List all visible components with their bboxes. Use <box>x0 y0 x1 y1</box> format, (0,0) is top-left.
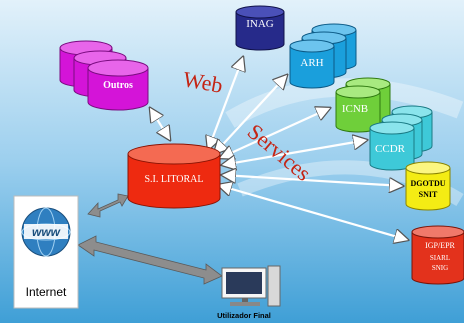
snit-label: SNIT <box>419 190 438 199</box>
web-service-arrows <box>150 57 408 240</box>
dgotdu-database: DGOTDU SNIT <box>405 161 451 211</box>
tower-icon <box>267 265 281 307</box>
ccdr-label: CCDR <box>375 143 406 155</box>
utilizador-final-label: Utilizador Final <box>217 311 271 320</box>
igp-database: IGP/EPR SIARL SNIG <box>411 225 464 285</box>
icnb-label: ICNB <box>342 103 368 115</box>
arrow-hub-ccdr <box>222 140 367 165</box>
dgotdu-label: DGOTDU <box>410 179 445 188</box>
ccdr-database: CCDR <box>369 105 433 171</box>
outros-label: Outros <box>103 80 133 91</box>
www-logo-text: www <box>32 225 61 239</box>
internet-box: www Internet <box>13 195 79 309</box>
outros-database: Outros <box>59 40 149 111</box>
igp-epr-label: IGP/EPR <box>425 241 455 250</box>
inag-database: INAG <box>235 5 285 51</box>
keyboard-icon <box>230 302 260 306</box>
arrow-hub-igp <box>218 185 408 240</box>
arrow-hub-outros <box>150 108 170 140</box>
user-workstation: Utilizador Final <box>217 265 281 320</box>
arh-database: ARH <box>289 23 357 89</box>
inag-label: INAG <box>246 18 274 30</box>
snig-label: SNIG <box>432 264 448 272</box>
internet-label: Internet <box>26 285 67 299</box>
arh-label: ARH <box>300 57 323 69</box>
si-litoral-label: S.I. LITORAL <box>145 174 204 185</box>
siarl-label: SIARL <box>430 254 450 262</box>
si-litoral-database: S.I. LITORAL <box>127 143 221 209</box>
